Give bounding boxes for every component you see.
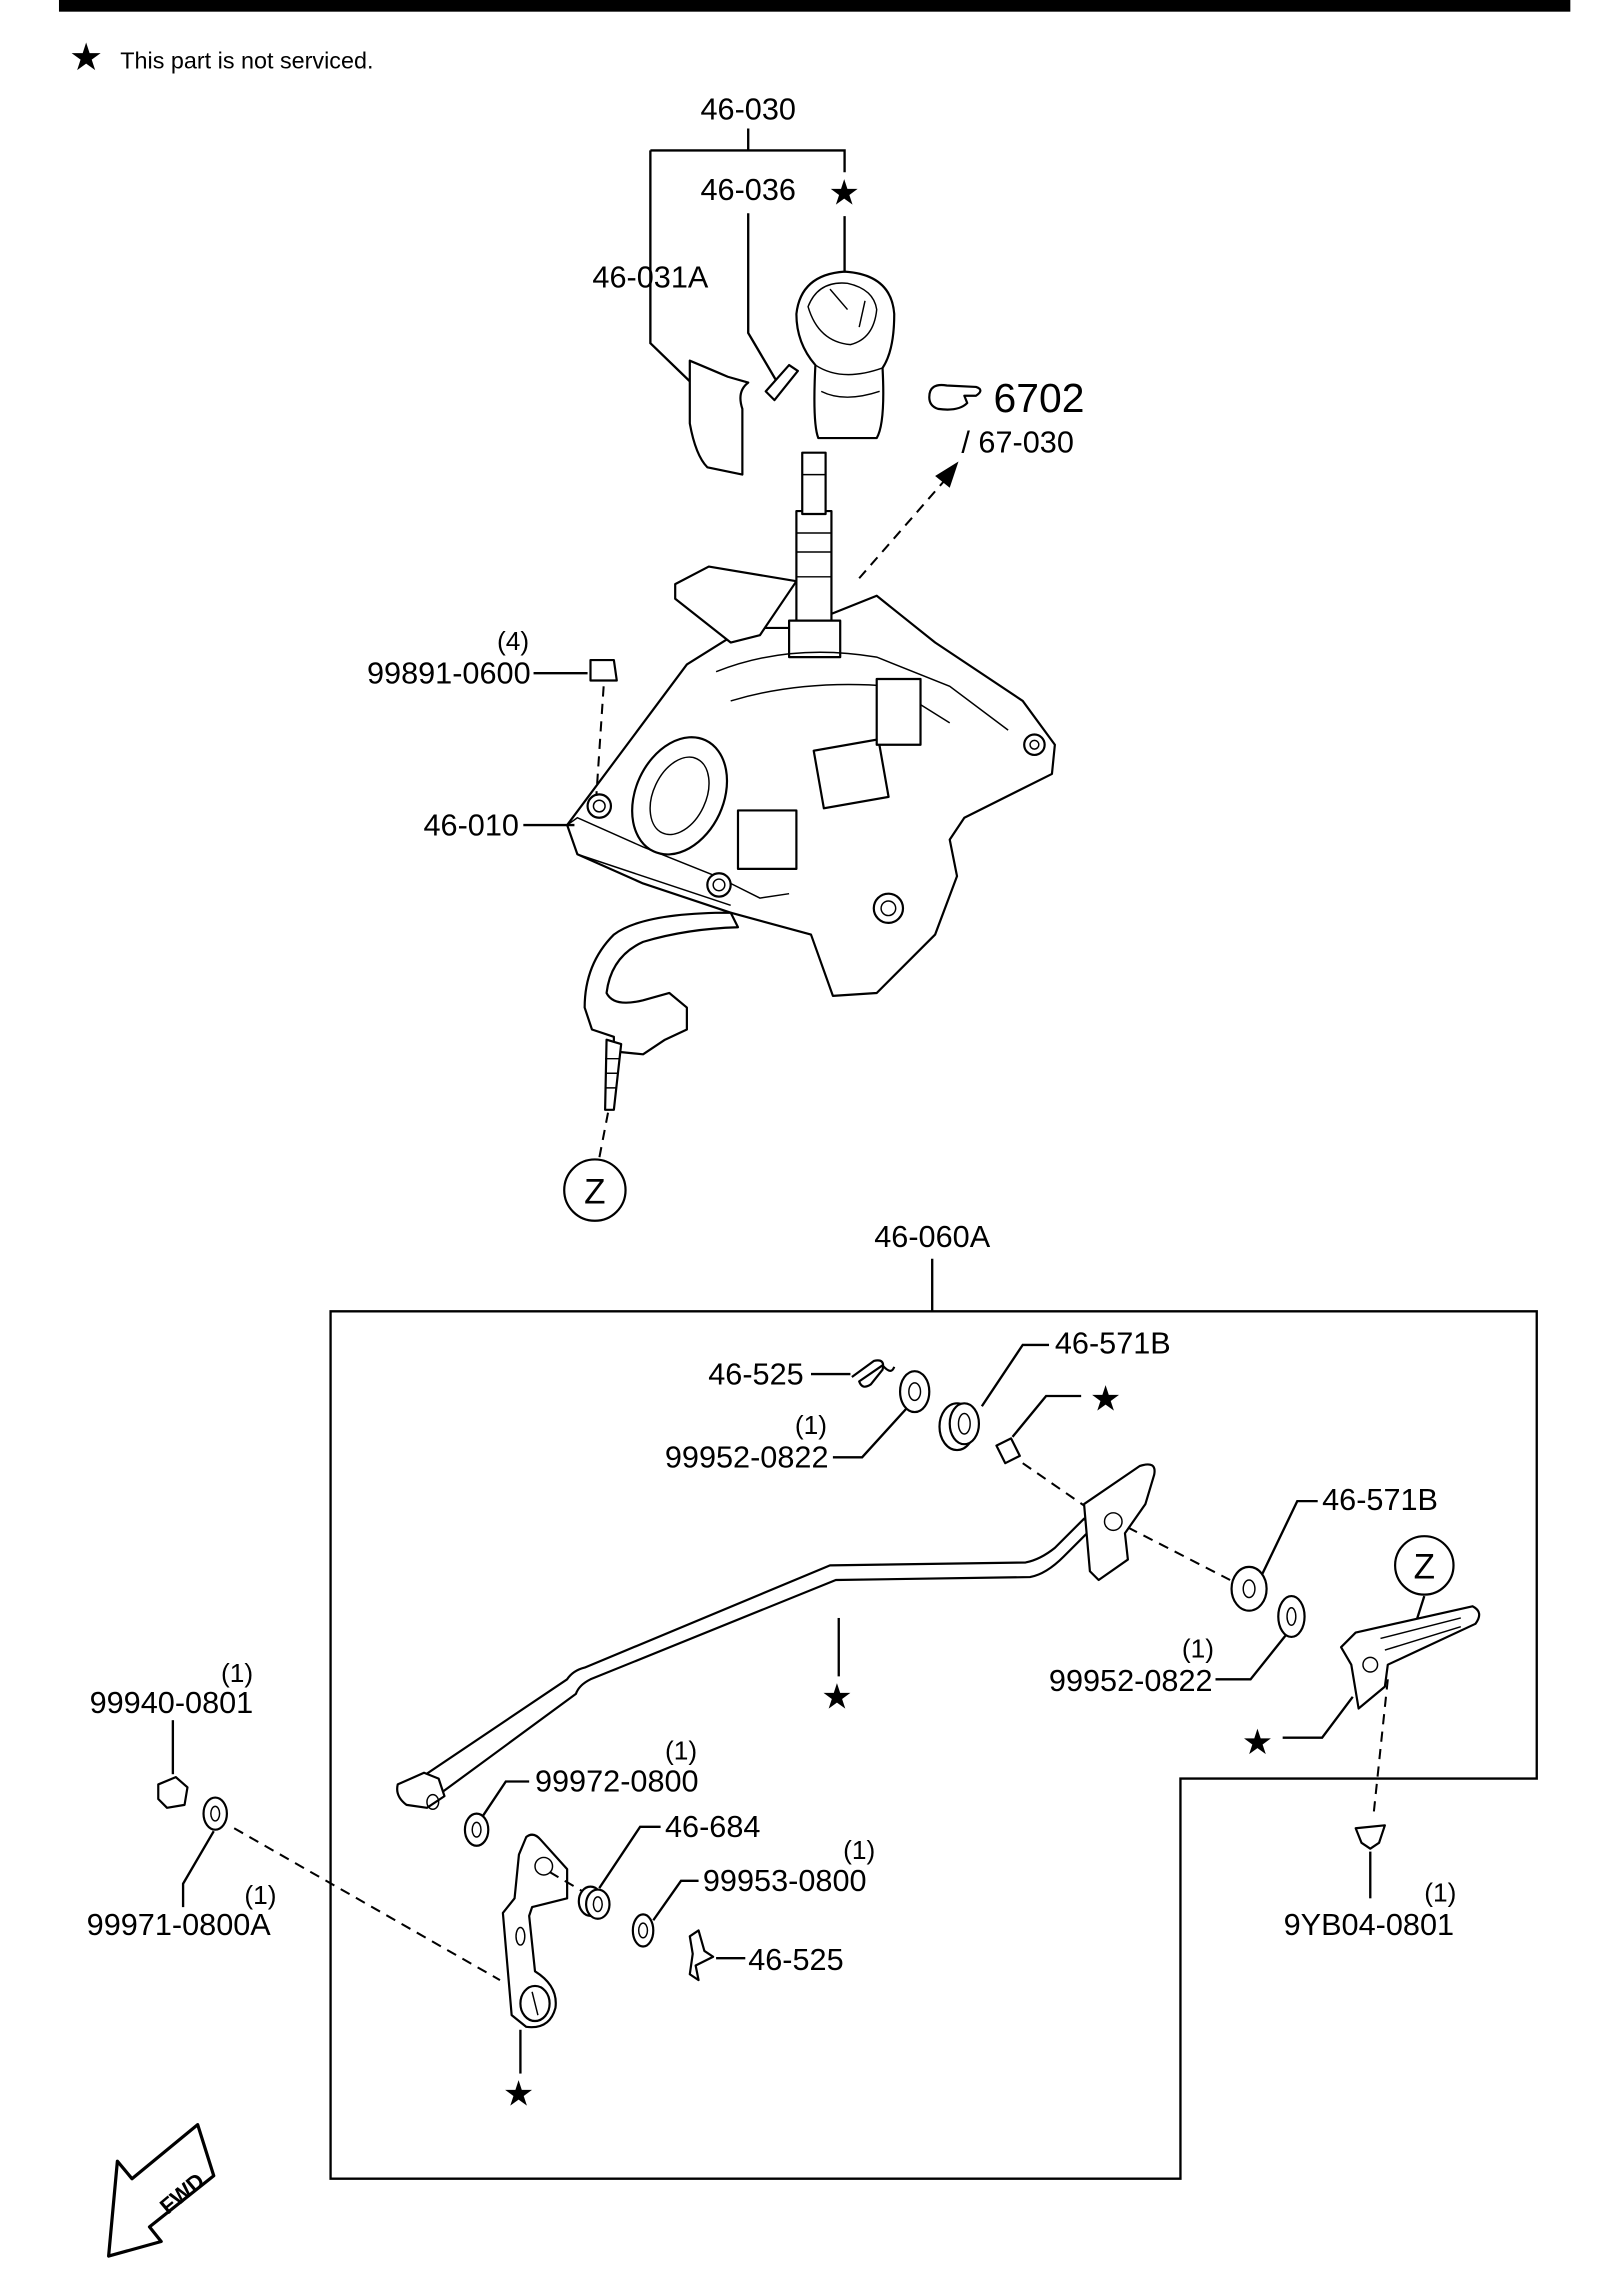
group-box xyxy=(329,1310,1538,2180)
nut-dashed xyxy=(595,686,605,796)
top-rule xyxy=(58,0,1571,12)
leader-46-571B-top xyxy=(980,1343,1050,1407)
legend-text: This part is not serviced. xyxy=(120,48,373,74)
label-99953-0800[interactable]: 99953-0800 xyxy=(703,1864,867,1898)
leader-46-036 xyxy=(747,213,846,384)
rod-dashed-right xyxy=(1127,1526,1231,1581)
label-9YB04-0801[interactable]: 9YB04-0801 xyxy=(1284,1908,1454,1942)
leader-99952-0822-top xyxy=(832,1408,907,1459)
ref-arrow-dashed xyxy=(858,473,951,579)
collar-part[interactable] xyxy=(995,1437,1021,1465)
star-lever-icon: ★ xyxy=(503,2075,534,2114)
fwd-arrow-icon: FWD xyxy=(107,2123,216,2258)
label-99971-0800A[interactable]: 99971-0800A xyxy=(87,1908,272,1942)
washer-part-low[interactable] xyxy=(631,1913,655,1948)
washer-hole-low xyxy=(637,1922,649,1939)
label-46-060A[interactable]: 46-060A xyxy=(874,1220,990,1254)
qty-99891-0600: (4) xyxy=(497,626,529,656)
knob-clip-part[interactable] xyxy=(764,363,799,402)
washer-part-left[interactable] xyxy=(202,1796,228,1831)
washer-part-right[interactable] xyxy=(1277,1594,1306,1639)
lever-dashed xyxy=(549,1871,586,1894)
label-99972-0800[interactable]: 99972-0800 xyxy=(535,1765,699,1799)
cable-bracket-part[interactable] xyxy=(1339,1605,1481,1710)
qty-99971-0800A: (1) xyxy=(244,1880,276,1910)
label-46-010[interactable]: 46-010 xyxy=(423,808,518,842)
left-dashed xyxy=(233,1827,501,1981)
shift-knob-part[interactable] xyxy=(795,270,896,440)
nut-part[interactable] xyxy=(589,658,618,682)
label-99891-0600[interactable]: 99891-0600 xyxy=(367,656,531,690)
shifter-assembly-part[interactable] xyxy=(566,451,1056,1111)
qty-99952-0822-right: (1) xyxy=(1182,1633,1214,1663)
qty-99972-0800: (1) xyxy=(665,1736,697,1766)
washer-part-top[interactable] xyxy=(898,1370,931,1414)
label-46-571B-right[interactable]: 46-571B xyxy=(1322,1483,1438,1517)
qty-99940-0801: (1) xyxy=(221,1658,253,1688)
star-bracket-icon: ★ xyxy=(1242,1723,1273,1762)
washer-hole-left xyxy=(210,1805,221,1822)
pointing-hand-icon xyxy=(928,383,982,411)
bushing-part-right[interactable] xyxy=(1230,1565,1268,1612)
connector-z-circle-lower xyxy=(1394,1535,1455,1596)
star-knob-icon: ★ xyxy=(829,173,860,212)
label-46-030[interactable]: 46-030 xyxy=(700,93,795,127)
nut-part-left[interactable] xyxy=(157,1776,189,1809)
nut-part-right[interactable] xyxy=(1354,1824,1386,1850)
star-collar-icon: ★ xyxy=(1090,1380,1121,1419)
label-99952-0822-top[interactable]: 99952-0822 xyxy=(665,1441,829,1475)
label-46-525-top[interactable]: 46-525 xyxy=(708,1357,803,1391)
legend-star-icon: ★ xyxy=(69,37,103,79)
washer-part-mid[interactable] xyxy=(463,1812,490,1847)
star-rod-icon: ★ xyxy=(821,1678,852,1717)
qty-99952-0822-top: (1) xyxy=(795,1410,827,1440)
qty-9YB04-0801: (1) xyxy=(1424,1877,1456,1907)
cable-dashed-z xyxy=(598,1112,610,1159)
label-46-525-low[interactable]: 46-525 xyxy=(748,1943,843,1977)
selector-lever-part[interactable] xyxy=(501,1833,569,2029)
label-99952-0822-right[interactable]: 99952-0822 xyxy=(1049,1664,1213,1698)
connector-z-label[interactable]: Z xyxy=(584,1172,605,1211)
ref-arrow-head xyxy=(935,461,959,488)
bushing-hole xyxy=(1242,1579,1256,1599)
label-46-036[interactable]: 46-036 xyxy=(700,173,795,207)
leader-bracket xyxy=(1282,1696,1354,1739)
label-46-571B-top[interactable]: 46-571B xyxy=(1055,1327,1171,1361)
washer-hole xyxy=(908,1382,922,1402)
qty-99953-0800: (1) xyxy=(843,1835,875,1865)
leader-99971-0800A xyxy=(181,1830,215,1908)
leader-99972-0800 xyxy=(481,1780,530,1818)
washer-hole-right xyxy=(1286,1607,1297,1626)
shift-boot-part[interactable] xyxy=(688,359,750,476)
connector-z-label-lower[interactable]: Z xyxy=(1414,1548,1435,1587)
leader-99953-0800 xyxy=(652,1879,699,1921)
connector-z-circle xyxy=(563,1158,627,1222)
ref-part-67-030[interactable]: / 67-030 xyxy=(961,426,1073,460)
bushing-part-top[interactable] xyxy=(938,1402,981,1452)
bracket-dashed xyxy=(1372,1679,1389,1819)
ref-section-6702[interactable]: 6702 xyxy=(994,375,1085,421)
label-99940-0801[interactable]: 99940-0801 xyxy=(90,1686,254,1720)
label-46-684[interactable]: 46-684 xyxy=(665,1810,760,1844)
leader-99952-0822-right xyxy=(1215,1634,1287,1681)
shift-rod-part[interactable] xyxy=(396,1463,1156,1810)
leader-46-571B-right xyxy=(1261,1499,1318,1575)
leader-46-684 xyxy=(598,1825,661,1889)
leader-46-030 xyxy=(649,128,846,388)
leader-collar xyxy=(1011,1394,1082,1438)
bushing-part-mid[interactable] xyxy=(577,1885,611,1920)
washer-hole-mid xyxy=(471,1821,482,1838)
clip-part-low[interactable] xyxy=(688,1929,715,1982)
clip-part-top[interactable] xyxy=(851,1359,896,1388)
label-46-031A[interactable]: 46-031A xyxy=(592,261,708,295)
